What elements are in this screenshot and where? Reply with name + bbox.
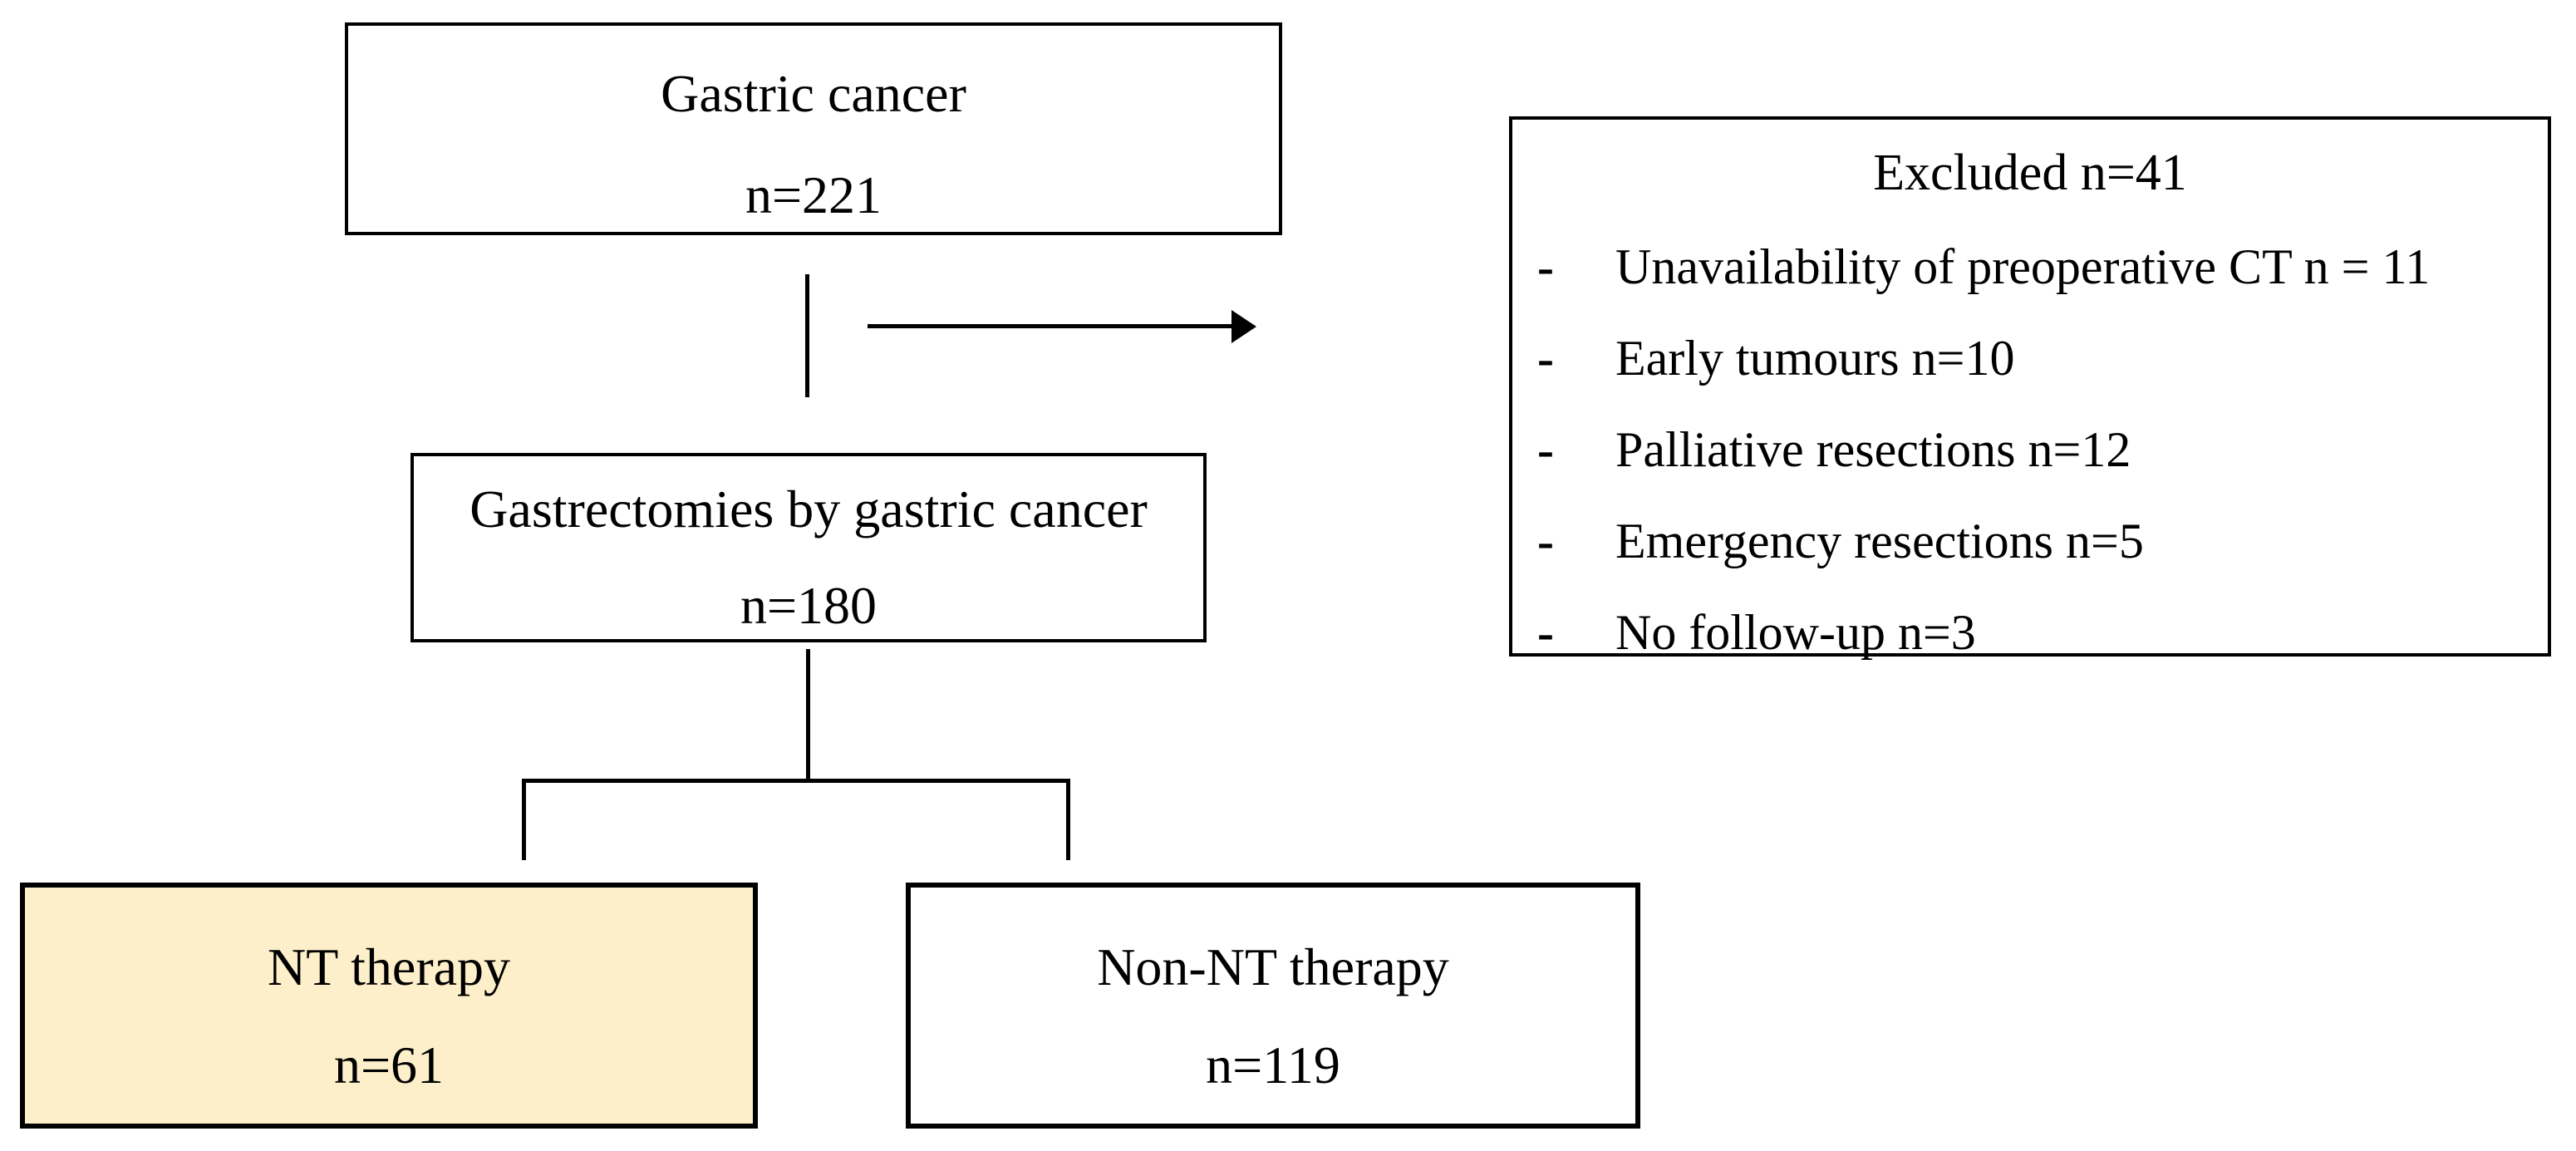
connector-right-drop-line (1066, 779, 1070, 860)
excluded-item: - Early tumours n=10 (1512, 312, 2548, 404)
dash-bullet: - (1537, 421, 1554, 477)
gastrectomies-box: Gastrectomies by gastric cancer n=180 (410, 453, 1207, 642)
excluded-title: Excluded n=41 (1873, 145, 2187, 201)
gastric-cancer-count: n=221 (745, 165, 882, 224)
excluded-item-text: No follow-up n=3 (1615, 604, 1976, 660)
excluded-item: - Emergency resections n=5 (1512, 495, 2548, 587)
dash-bullet: - (1537, 239, 1554, 294)
gastrectomies-count: n=180 (740, 576, 878, 635)
connector-left-drop-line (522, 779, 526, 860)
nt-therapy-label: NT therapy (267, 937, 511, 996)
excluded-item: - No follow-up n=3 (1512, 587, 2548, 678)
excluded-item-text: Palliative resections n=12 (1615, 421, 2131, 477)
excluded-item-text: Unavailability of preoperative CT n = 11 (1615, 239, 2431, 294)
non-nt-therapy-box: Non-NT therapy n=119 (906, 883, 1640, 1129)
excluded-item-text: Emergency resections n=5 (1615, 513, 2144, 568)
non-nt-therapy-label: Non-NT therapy (1097, 937, 1449, 996)
excluded-arrow-line (868, 324, 1233, 328)
arrowhead-right-icon (1231, 310, 1256, 343)
gastric-cancer-box: Gastric cancer n=221 (345, 22, 1282, 235)
excluded-box: Excluded n=41 - Unavailability of preope… (1509, 116, 2551, 660)
gastrectomies-label: Gastrectomies by gastric cancer (469, 480, 1148, 539)
gastric-cancer-label: Gastric cancer (661, 64, 966, 123)
nt-therapy-count: n=61 (333, 1035, 445, 1094)
dash-bullet: - (1537, 513, 1554, 568)
connector-branch-horizontal-line (522, 779, 1070, 783)
non-nt-therapy-count: n=119 (1206, 1035, 1340, 1094)
excluded-list: - Unavailability of preoperative CT n = … (1512, 221, 2548, 678)
nt-therapy-box: NT therapy n=61 (20, 883, 758, 1129)
connector-middle-vertical-line (806, 649, 810, 781)
excluded-item: - Unavailability of preoperative CT n = … (1512, 221, 2548, 312)
excluded-item: - Palliative resections n=12 (1512, 404, 2548, 495)
excluded-item-text: Early tumours n=10 (1615, 330, 2015, 386)
dash-bullet: - (1537, 604, 1554, 660)
dash-bullet: - (1537, 330, 1554, 386)
connector-top-vertical-line (805, 274, 809, 397)
